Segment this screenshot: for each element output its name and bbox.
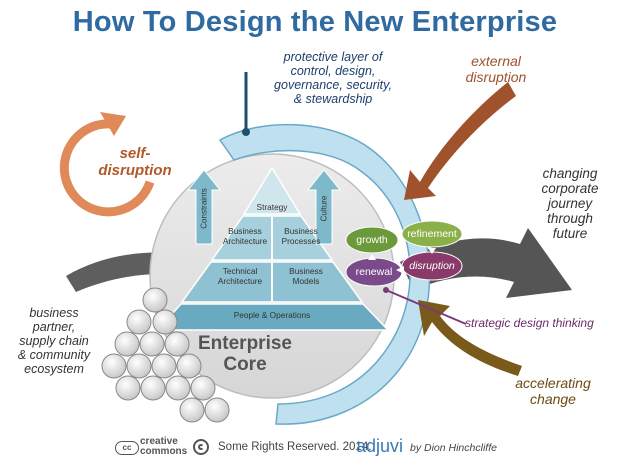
pyramid-business-processes-label: Business Processes [281,226,321,246]
page-title: How To Design the New Enterprise [72,6,558,38]
refinement-label: refinement [407,228,457,240]
changing-journey-label: changing corporate journey through futur… [541,166,599,242]
external-disruption-label: external disruption [465,53,527,85]
creative-commons-icon: cc [115,441,139,455]
byline: by Dion Hinchcliffe [410,442,497,454]
enterprise-core-label: Enterprise Core [198,333,292,376]
pyramid-business-architecture-label: Business Architecture [222,226,268,246]
shield-pointer-dot [242,128,250,136]
pyramid-strategy [242,166,302,215]
pyramid-strategy-label: Strategy [256,202,288,212]
refinement-bubble [401,220,463,248]
growth-label: growth [356,234,388,246]
pyramid [156,166,390,331]
rights-text: Some Rights Reserved. 2014. [218,441,372,453]
ecosystem-balls [101,287,230,423]
business-partner-label: business partner, supply chain & communi… [17,306,91,376]
renewal-label: renewal [355,266,393,278]
pyramid-people-operations-label: People & Operations [233,310,311,320]
disruption-label: disruption [409,260,455,272]
culture-arrow [306,169,342,245]
accelerating-change-label: accelerating change [515,375,591,407]
strategic-design-pointer [385,289,467,325]
constraints-arrow [186,169,222,245]
protective-shield [218,123,431,425]
pyramid-business-models-label: Business Models [289,266,323,286]
culture-label: Culture [319,195,329,222]
external-disruption-arrow [404,82,516,200]
protective-layer-label: protective layer of control, design, gov… [274,50,392,106]
accelerating-change-arrow [418,300,522,376]
some-rights-icon [193,439,209,455]
self-disruption-arrow [59,119,155,217]
pyramid-technical-architecture-label: Technical Architecture [217,266,263,286]
brand-logo: adjuvi [356,436,404,456]
constraints-label: Constraints [199,188,209,229]
strategic-design-label: strategic design thinking [465,316,594,330]
self-disruption-label: self- disruption [98,145,172,179]
creative-commons-text: creative commons [140,436,188,457]
